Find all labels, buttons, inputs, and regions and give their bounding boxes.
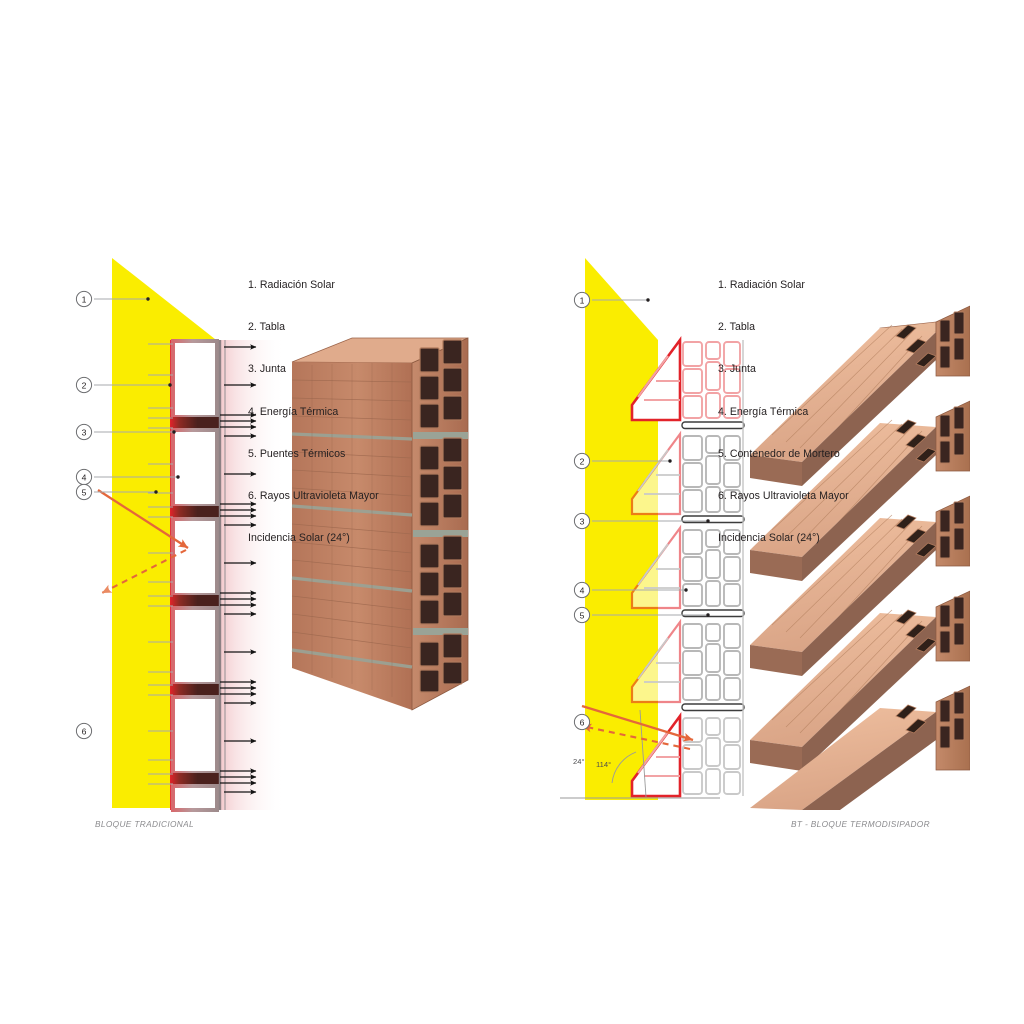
caption-traditional: BLOQUE TRADICIONAL — [95, 819, 194, 829]
callout-label: 3 — [580, 516, 585, 526]
legend-item: 6. Rayos Ultravioleta Mayor — [718, 489, 849, 502]
callout-marker-1[interactable]: 1 — [573, 291, 591, 309]
legend-item: 5. Contenedor de Mortero — [718, 447, 840, 460]
thermal-bridge-arrows — [220, 412, 257, 786]
legend-thermodissipator: 1. Radiación Solar 2. Tabla 3. Junta 4. … — [718, 250, 849, 573]
mortar-joint — [170, 595, 220, 607]
callout-marker-4[interactable]: 4 — [573, 581, 591, 599]
panel-traditional-block — [97, 258, 469, 812]
mortar-joint — [170, 773, 220, 785]
legend-item: 6. Rayos Ultravioleta Mayor — [248, 489, 379, 502]
uv-incident-ray — [97, 489, 189, 549]
callout-label: 2 — [82, 380, 87, 390]
callout-label: 4 — [580, 585, 585, 595]
legend-item: 3. Junta — [248, 363, 286, 376]
uv-ray-group — [581, 704, 694, 751]
callout-marker-3[interactable]: 3 — [573, 512, 591, 530]
caption-thermodissipator: BT - BLOQUE TERMODISIPADOR — [791, 819, 930, 829]
angle-label-24: 24° — [573, 757, 585, 766]
mortar-bed-3d — [291, 432, 413, 669]
bt-module — [630, 712, 741, 798]
callout-label: 1 — [580, 295, 585, 305]
legend-item: 3. Junta — [718, 363, 756, 376]
legend-item: 1. Radiación Solar — [718, 279, 805, 292]
legend-item-continuation: Incidencia Solar (24°) — [248, 531, 350, 544]
callout-marker-4[interactable]: 4 — [75, 468, 93, 486]
thermal-energy-arrows — [224, 344, 257, 795]
callout-marker-3[interactable]: 3 — [75, 423, 93, 441]
mortar-container — [681, 421, 745, 430]
traditional-wall-3d — [291, 337, 469, 711]
callout-label: 5 — [82, 487, 87, 497]
uv-incident-ray — [581, 704, 694, 742]
legend-item: 2. Tabla — [718, 321, 756, 334]
callout-marker-1[interactable]: 1 — [75, 290, 93, 308]
bt-module — [630, 430, 745, 524]
callout-markers: 1 2 3 4 5 6 — [573, 291, 591, 731]
callout-label: 4 — [82, 472, 87, 482]
callout-markers: 1 2 3 4 5 6 — [75, 290, 93, 740]
mortar-joint — [170, 506, 220, 518]
detail-leader-ticks — [148, 343, 173, 785]
block-courses — [170, 339, 220, 812]
bt-module — [630, 336, 745, 430]
callout-marker-2[interactable]: 2 — [573, 452, 591, 470]
callout-label: 5 — [580, 610, 585, 620]
callout-label: 3 — [82, 427, 87, 437]
callout-marker-6[interactable]: 6 — [573, 713, 591, 731]
legend-item: 1. Radiación Solar — [248, 279, 335, 292]
end-face-cells — [413, 339, 468, 693]
legend-item: 4. Energía Térmica — [718, 405, 809, 418]
callouts-thermodissipator: 1 2 3 4 5 6 — [573, 291, 710, 731]
sloped-cells — [895, 324, 937, 368]
callout-label: 1 — [82, 294, 87, 304]
uv-reflected-ray — [101, 549, 187, 594]
callout-label: 6 — [580, 717, 585, 727]
callout-marker-6[interactable]: 6 — [75, 722, 93, 740]
legend-traditional: 1. Radiación Solar 2. Tabla 3. Junta 4. … — [248, 250, 379, 573]
mortar-joint — [170, 684, 220, 696]
uv-ray-group — [97, 489, 189, 594]
mortar-joint — [170, 417, 220, 429]
angle-arc-114 — [611, 751, 637, 784]
callout-marker-5[interactable]: 5 — [75, 483, 93, 501]
legend-item-continuation: Incidencia Solar (24°) — [718, 531, 820, 544]
callout-marker-2[interactable]: 2 — [75, 376, 93, 394]
panel-thermodissipator-block — [560, 258, 970, 810]
angle-label-114: 114° — [596, 760, 612, 769]
callout-marker-5[interactable]: 5 — [573, 606, 591, 624]
legend-item: 4. Energía Térmica — [248, 405, 339, 418]
thermodissipator-wall-3d — [750, 305, 970, 810]
callout-label: 6 — [82, 726, 87, 736]
callout-label: 2 — [580, 456, 585, 466]
legend-item: 5. Puentes Térmicos — [248, 447, 346, 460]
uv-reflected-ray — [581, 723, 691, 751]
mortar-container — [681, 703, 745, 712]
traditional-wall-section — [170, 339, 226, 812]
bt-module — [630, 618, 745, 712]
callouts-traditional: 1 2 3 4 5 6 — [75, 290, 180, 740]
legend-item: 2. Tabla — [248, 321, 286, 334]
